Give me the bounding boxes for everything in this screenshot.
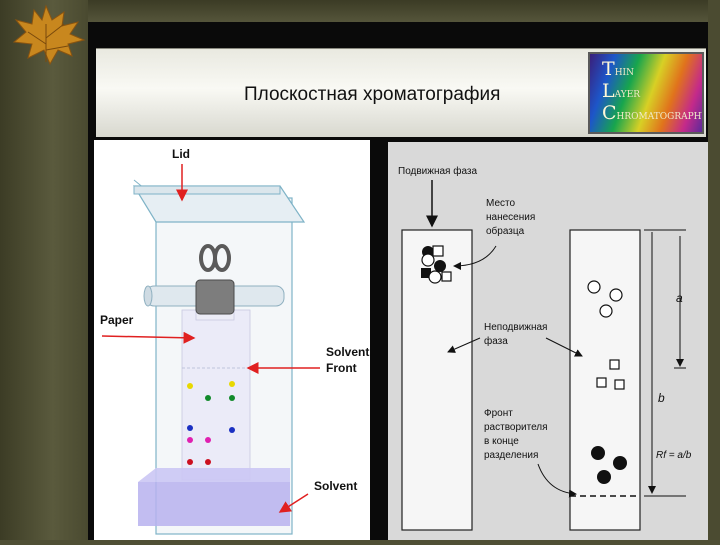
label-stationary-phase-2: фаза [484,335,508,347]
label-stationary-phase-1: Неподвижная [484,322,547,333]
label-b: b [658,391,665,405]
logo-line-1: THIN [602,58,634,80]
background-left-edge [0,0,88,540]
label-solvent-front-2: Front [326,361,357,375]
spot-blue-2 [229,427,235,433]
spot-magenta-1 [187,437,193,443]
paper-chromatography-diagram: Lid Paper Solvent Front Solvent [94,140,370,540]
background-top-edge [0,0,720,22]
label-lid: Lid [172,147,190,161]
spot-yellow-1 [187,383,193,389]
spot-black-1 [591,446,605,460]
spot-blue-1 [187,425,193,431]
spot-black-2 [613,456,627,470]
paper-strip [182,310,250,480]
autumn-leaf-decoration [6,4,86,66]
logo-line-3: CHROMATOGRAPHY [602,102,704,124]
label-mobile-phase: Подвижная фаза [398,165,477,177]
spot-green-1 [205,395,211,401]
slide-title: Плоскостная хроматография [244,84,500,106]
tlc-plates-diagram: Подвижная фаза Место нанесения образца Н… [388,142,708,540]
spot-square-2 [597,378,606,387]
spot-black-3 [597,470,611,484]
label-solvent: Solvent [314,479,357,493]
solvent-pool [138,482,290,526]
spot-magenta-2 [205,437,211,443]
background-right-edge [708,0,720,540]
label-sample-spot-1: Место [486,198,515,209]
spot-red-2 [205,459,211,465]
spot-square-1 [610,360,619,369]
spot-circle-1 [588,281,600,293]
tlc-plates-svg: Подвижная фаза Место нанесения образца Н… [388,142,708,540]
spot-yellow-2 [229,381,235,387]
spot-red-1 [187,459,193,465]
spot-circle-2 [610,289,622,301]
label-sample-spot-3: образца [486,225,525,237]
label-solvent-front-r2: растворителя [484,422,548,433]
spot-green-2 [229,395,235,401]
label-solvent-front-r3: в конце [484,436,519,447]
spot-circle-3 [600,305,612,317]
thin-layer-chromatography-logo: THIN LAYER CHROMATOGRAPHY [588,52,704,134]
label-rf-formula: Rf = a/b [656,450,692,461]
panel-divider [370,140,388,540]
label-solvent-front-1: Solvent [326,345,369,359]
label-solvent-front-r4: разделения [484,450,538,461]
logo-line-2: LAYER [602,80,640,102]
spot-square-3 [615,380,624,389]
label-solvent-front-r1: Фронт [484,408,513,419]
paper-clip [196,280,234,314]
label-paper: Paper [100,313,134,327]
label-sample-spot-2: нанесения [486,212,535,223]
label-a: a [676,291,683,305]
paper-chromatography-svg: Lid Paper Solvent Front Solvent [94,140,370,540]
